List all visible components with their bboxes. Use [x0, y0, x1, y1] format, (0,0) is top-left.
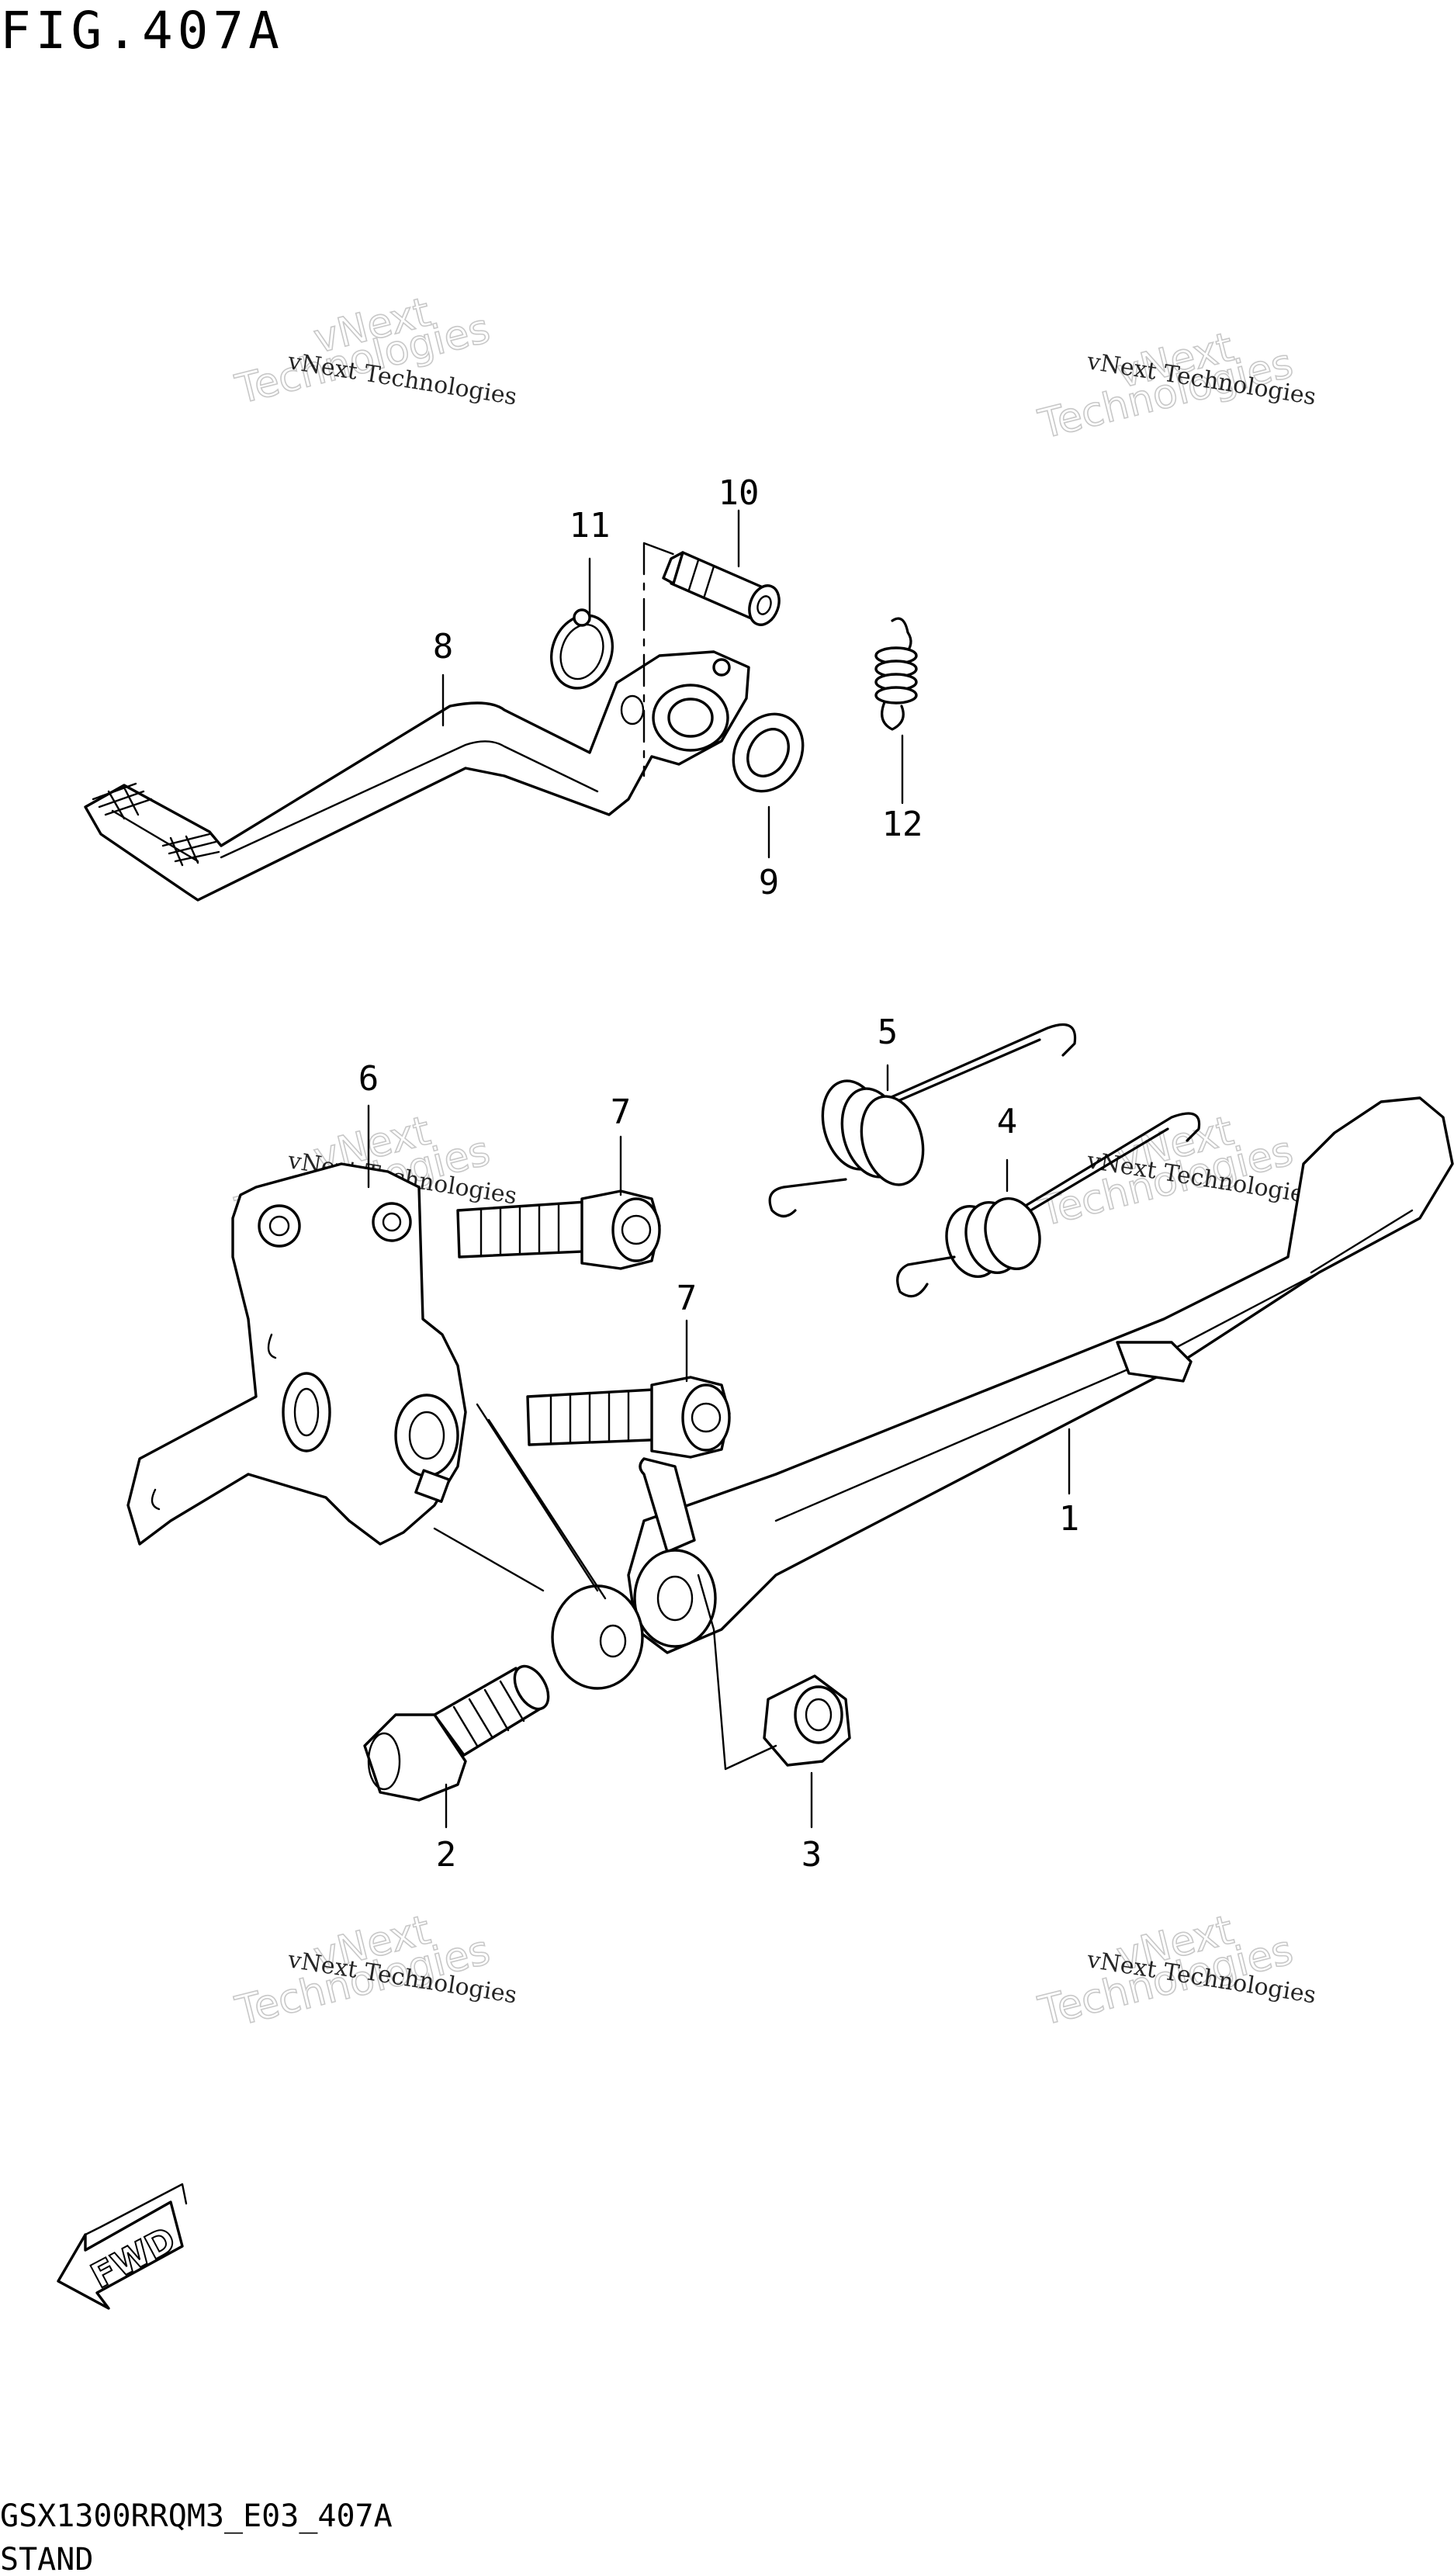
watermark-top-left: Technologies vNext vNext Technologies	[230, 289, 519, 414]
part-2-pivot-bolt	[363, 1664, 550, 1802]
callout-2: 2	[436, 1835, 457, 1875]
callout-6: 6	[358, 1059, 379, 1099]
callout-7b: 7	[677, 1279, 698, 1318]
callout-1: 1	[1059, 1499, 1080, 1539]
callout-9: 9	[759, 863, 780, 902]
part-5-spring	[768, 1023, 1077, 1218]
watermark-bottom-left: Technologies vNext vNext Technologies	[230, 1906, 519, 2036]
callout-12: 12	[882, 805, 923, 844]
callout-11: 11	[569, 506, 611, 545]
part-6-bracket	[126, 1162, 467, 1546]
figure-title: FIG.407A	[0, 1, 284, 61]
callout-8: 8	[433, 627, 454, 667]
watermark-bottom-right: Technologies vNext vNext Technologies	[1033, 1906, 1318, 2036]
model-code: GSX1300RRQM3_E03_407A	[0, 2498, 393, 2534]
part-9-washer	[732, 712, 805, 793]
part-11-clip	[549, 608, 614, 690]
part-12-spring	[874, 617, 918, 731]
part-3-nut	[763, 1674, 851, 1767]
callout-5: 5	[878, 1013, 898, 1052]
callout-3: 3	[801, 1835, 822, 1875]
part-1-side-stand	[551, 1096, 1454, 1690]
fwd-arrow-icon: FWD	[57, 2183, 188, 2310]
part-7b-bolt	[526, 1376, 731, 1459]
pedal-grip-pattern	[92, 782, 220, 867]
callout-4: 4	[997, 1102, 1018, 1141]
watermark-top-right: Technologies vNext vNext Technologies	[1033, 324, 1318, 449]
section-name: STAND	[0, 2542, 93, 2576]
part-7a-bolt	[456, 1189, 661, 1270]
leader-lines	[367, 509, 1071, 1829]
callout-7a: 7	[611, 1092, 632, 1132]
watermark-mid-right: Technologies vNext vNext Technologies	[1033, 1107, 1318, 1237]
part-10-pin	[662, 551, 781, 626]
part-4-spring	[896, 1112, 1201, 1298]
callout-10: 10	[718, 473, 760, 513]
part-8-pedal-arm	[84, 650, 750, 902]
